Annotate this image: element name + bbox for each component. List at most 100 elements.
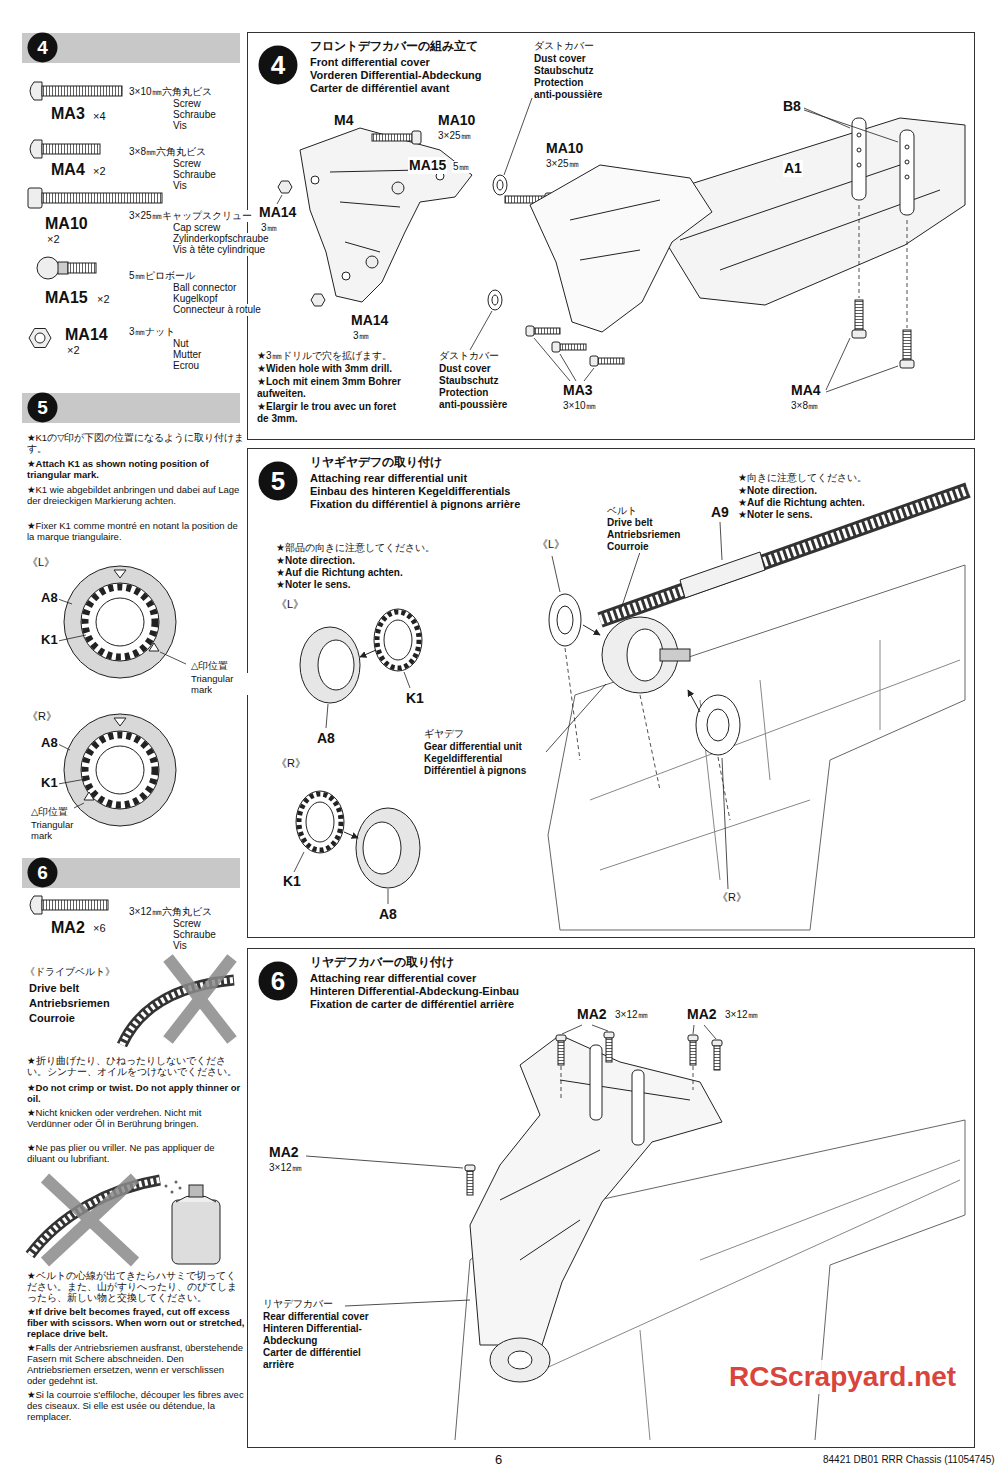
part-label: ★Attach K1 as shown noting position of t… (26, 458, 246, 480)
screw-icon (28, 188, 42, 208)
note-text: ★Fixer K1 comme montré en notant la posi… (26, 520, 246, 542)
note-text: Vis (172, 180, 188, 192)
step-number-circle: 6 (258, 961, 298, 1001)
part-label: MA14 (258, 204, 297, 221)
rear-diff-cover-drawing (590, 1045, 602, 1120)
note-text: 3×10㎜六角丸ビス (128, 86, 213, 98)
note-text: 6 (494, 1452, 503, 1468)
note-text: △印位置 (30, 806, 69, 817)
rear-diff-drawing (602, 617, 678, 693)
note-text: Vis à tête cylindrique (172, 244, 266, 256)
front-diff-cover-drawing (855, 300, 863, 330)
part-label: ★Loch mit einem 3mm Bohrer aufweiten. (256, 376, 408, 399)
gear-ring-diagram (149, 643, 159, 651)
rear-diff-cover-drawing (606, 1038, 612, 1062)
part-label: A8 (316, 730, 336, 747)
note-text: 3×8㎜ (790, 400, 819, 412)
front-diff-cover-drawing (505, 196, 545, 203)
front-diff-cover-drawing (903, 330, 911, 360)
rear-diff-drawing (688, 690, 700, 712)
note-text: Vis (172, 940, 188, 952)
note-text: △印位置 (190, 660, 229, 671)
rear-diff-drawing (627, 629, 663, 681)
circle-fill (259, 46, 298, 85)
rear-diff-cover-drawing (306, 1156, 463, 1168)
note-text: ★Falls der Antriebsriemen ausfranst, übe… (26, 1342, 246, 1386)
gear-ring-diagram (84, 792, 94, 800)
step-number: 6 (37, 863, 48, 882)
part-label: A9 (710, 504, 730, 521)
gear-ring-diagram (58, 779, 86, 784)
note-text: ★部品の向きに注意してください。 (275, 542, 436, 554)
front-diff-cover-drawing (278, 181, 292, 193)
note-text: Schraube (172, 929, 217, 941)
part-label: K1 (405, 690, 425, 707)
part-label: ★Noter le sens. (737, 509, 814, 521)
step-title: リヤギヤデフの取り付け (310, 456, 442, 470)
step-band (22, 393, 240, 423)
note-text: 3×25㎜ (437, 130, 472, 142)
rear-diff-cover-drawing (632, 1070, 644, 1145)
note-text: 3㎜ (260, 222, 278, 234)
front-diff-cover-drawing (857, 133, 909, 179)
note-text: ★Ne pas plier ou vriller. Ne pas appliqu… (26, 1142, 246, 1164)
drive-belt-sketch (45, 1178, 135, 1262)
front-diff-cover-drawing (534, 338, 570, 381)
step-number: 5 (37, 398, 48, 417)
rear-diff-drawing (552, 556, 560, 592)
gear-ring-diagram (160, 652, 186, 664)
part-label: ★Auf die Richtung achten. (275, 567, 404, 579)
note-text: Nut (172, 338, 190, 350)
part-label: Courroie (28, 1012, 76, 1025)
note-text: 《L》 (275, 598, 305, 611)
note-text: ★向きに注意してください。 (737, 472, 868, 484)
note-text: 3×25㎜キャップスクリュー (128, 210, 253, 222)
part-label: ★Do not crimp or twist. Do not apply thi… (26, 1082, 246, 1104)
part-label: K1 (282, 873, 302, 890)
note-text: ギヤデフ (423, 728, 465, 740)
front-diff-cover-drawing (857, 163, 861, 167)
rear-diff-cover-drawing (490, 1338, 550, 1382)
note-text: Ecrou (172, 360, 200, 372)
front-diff-cover-drawing (598, 358, 624, 364)
gear-ring-diagram (85, 587, 155, 657)
rear-diff-drawing (377, 612, 419, 668)
drive-belt-sketch (122, 980, 234, 1045)
drive-belt-sketch (175, 1181, 178, 1184)
rear-diff-drawing (549, 594, 581, 646)
part-label: ★Noter le sens. (275, 579, 352, 591)
part-label: MA15 (44, 288, 89, 307)
screw-icon (37, 257, 59, 279)
front-diff-cover-drawing (905, 145, 909, 149)
note-text: ダストカバー (438, 350, 500, 362)
rear-diff-drawing (660, 649, 690, 661)
part-label: K1 (40, 775, 59, 791)
part-label: MA3 (562, 382, 594, 399)
rear-diff-drawing (707, 709, 729, 741)
step-title: Vorderen Differential-Abdeckung (310, 69, 482, 82)
gear-ring-diagram (58, 566, 186, 826)
part-label: Staubschutz (438, 375, 499, 387)
note-text: 《ドライブベルト》 (24, 966, 116, 978)
front-diff-cover-drawing (552, 342, 560, 352)
front-diff-cover-drawing (857, 133, 861, 137)
front-diff-cover-drawing (852, 330, 866, 338)
part-label: MA10 (44, 214, 89, 233)
part-label: ★Note direction. (737, 485, 818, 497)
rear-diff-drawing (300, 627, 360, 703)
drive-belt-sketch (168, 958, 232, 1040)
part-label: A8 (378, 906, 398, 923)
part-label: Drive belt (606, 517, 654, 529)
rear-diff-drawing (318, 640, 354, 690)
note-text: 3×12㎜ (614, 1009, 649, 1021)
front-diff-cover-drawing (852, 118, 866, 200)
note-text: Triangular mark (190, 673, 250, 695)
note-text: ★折り曲げたり、ひねったりしないでください。シンナー、オイルをつけないでください… (26, 1055, 246, 1077)
step-title: リヤデフカバーの取り付け (310, 956, 454, 970)
rear-diff-cover-drawing (690, 1041, 696, 1065)
part-label: MA10 (437, 112, 476, 129)
note-text: ★ベルトの心線が出てきたらハサミで切ってください。また、山がすりへったり、のびて… (26, 1270, 246, 1303)
note-text: ×2 (96, 293, 111, 306)
note-text: 《R》 (26, 710, 58, 723)
gear-ring-diagram (96, 746, 144, 794)
